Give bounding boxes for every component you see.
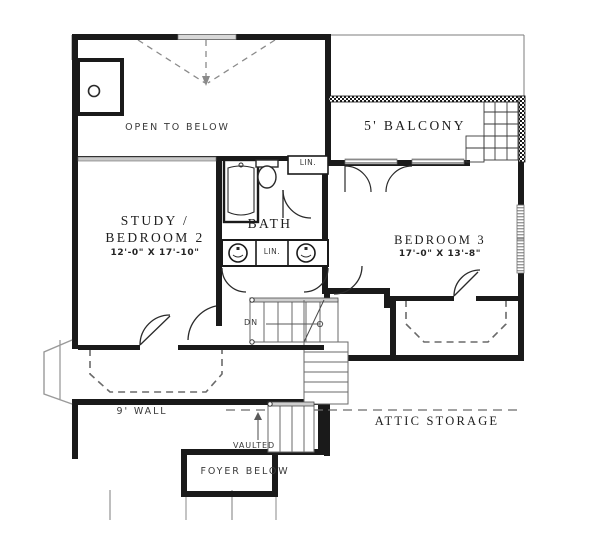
- vault-arrow-head: [202, 76, 210, 86]
- door-bedroom3: [453, 269, 481, 297]
- vaulted-ceiling-lines: [137, 39, 276, 84]
- balcony: [328, 95, 526, 165]
- door-bath-north: [282, 189, 312, 219]
- door-bath-west: [221, 267, 247, 293]
- bay-window-bedroom3: [390, 296, 524, 356]
- door-hall: [333, 265, 363, 295]
- window-east-bedroom3: [516, 204, 525, 274]
- balcony-stair-grid: [465, 101, 519, 163]
- vanity-sink-left: [228, 243, 248, 263]
- bay-window-study: [43, 339, 324, 405]
- foyer-reference-lines: [185, 497, 277, 520]
- door-bath-east: [303, 267, 329, 293]
- door-study: [139, 314, 171, 346]
- partition-thin-line: [77, 156, 217, 162]
- door-balcony-left: [344, 165, 372, 193]
- closet-linen-upper: [287, 155, 329, 175]
- staircase: [249, 297, 349, 453]
- door-hall-study: [187, 305, 217, 341]
- west-chase: [76, 58, 124, 116]
- vaulted-arrow: [254, 412, 262, 440]
- window-north: [138, 34, 275, 40]
- door-balcony-right: [385, 165, 413, 193]
- bathtub: [222, 158, 260, 224]
- toilet: [255, 159, 279, 189]
- vanity-sink-right: [296, 243, 316, 263]
